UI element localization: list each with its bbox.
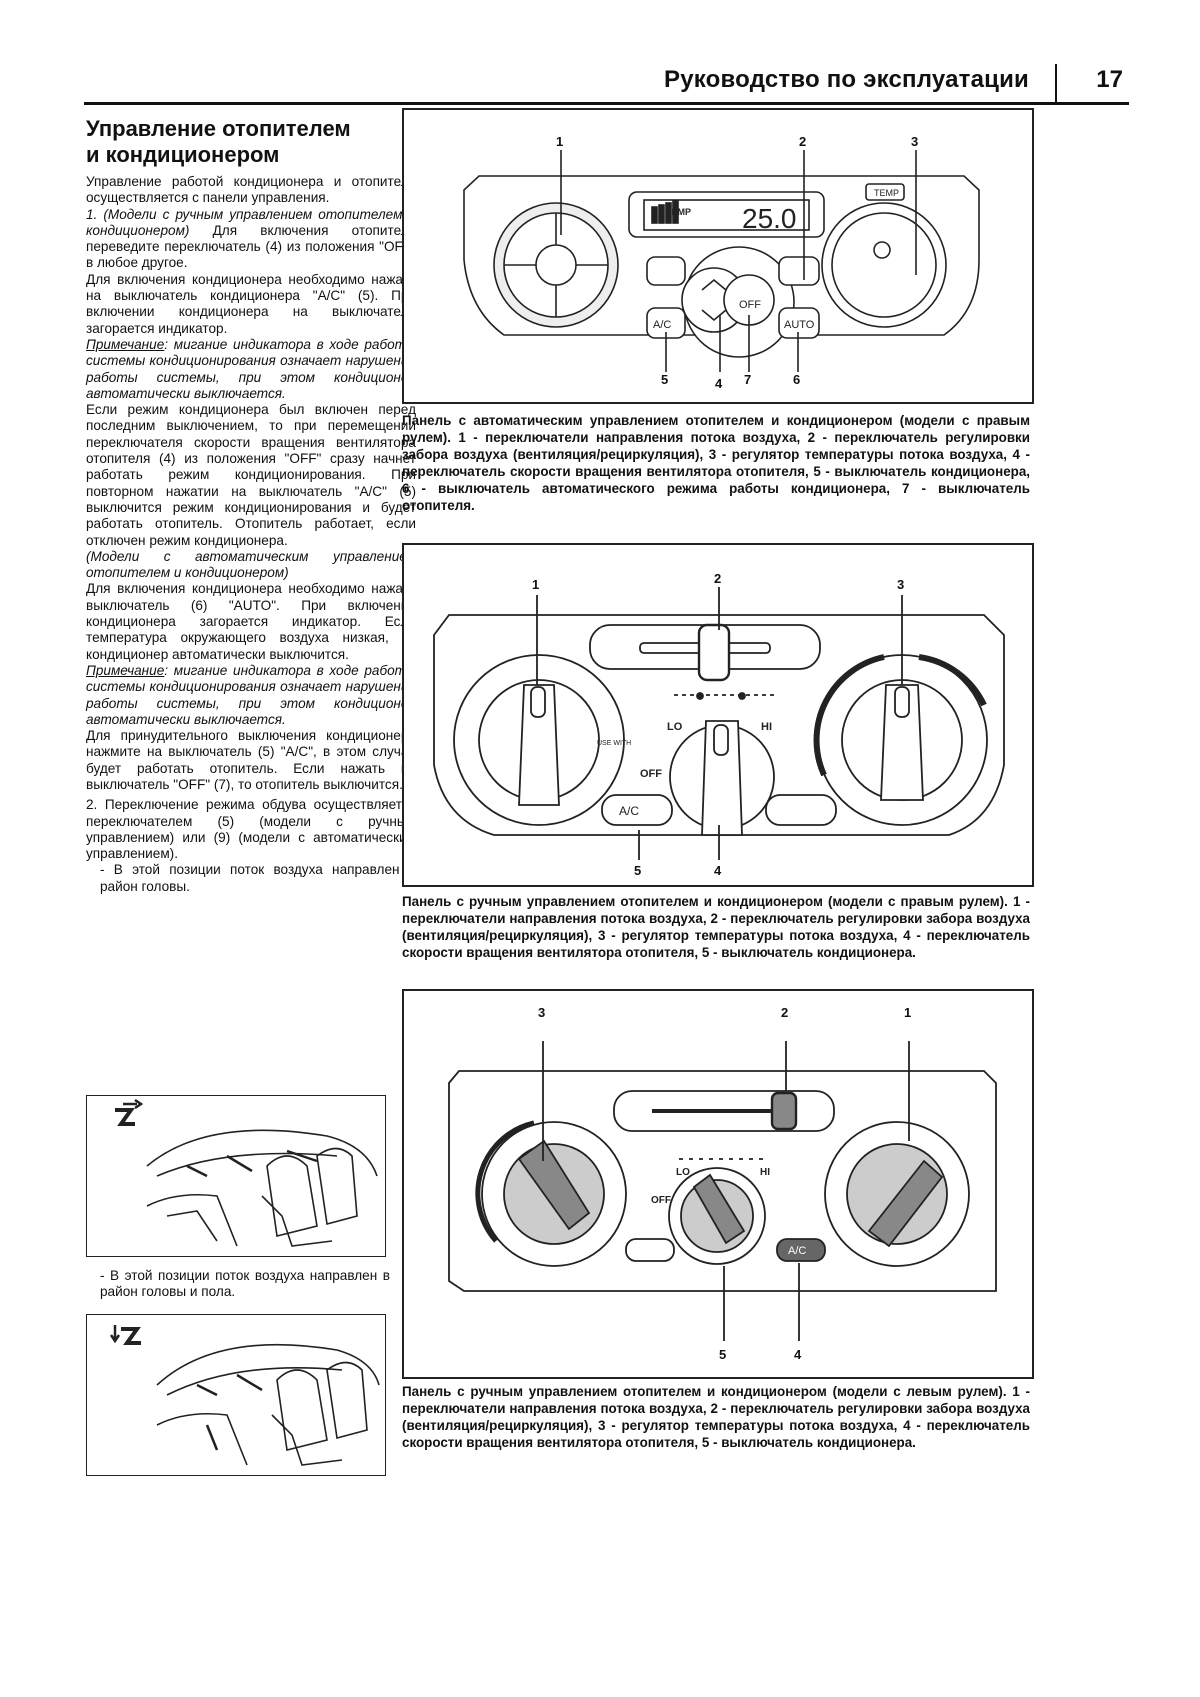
paragraph: Для принудительного выключения кондицион… (86, 728, 416, 792)
hi-label: HI (760, 1167, 770, 1178)
header-divider (1055, 64, 1057, 102)
off-label: OFF (651, 1195, 671, 1206)
off-label: OFF (640, 768, 662, 780)
callout-3: 3 (897, 577, 904, 592)
callout-4: 4 (715, 376, 723, 391)
airflow-head-floor-illustration (86, 1314, 386, 1476)
text-column: Управление отопителем и кондиционером Уп… (86, 116, 416, 895)
note-text: : мигание индикатора в ходе работы систе… (86, 336, 416, 401)
paragraph: Для включения кондиционера необходимо на… (86, 271, 416, 336)
airflow-head-illustration (86, 1095, 386, 1257)
figure-auto-panel: TEMP 25.0 TEMP A/C OFF AUTO 1 2 3 4 5 6 … (402, 108, 1034, 404)
paragraph: 1. (Модели с ручным управлением отопител… (86, 207, 416, 272)
callout-5: 5 (661, 372, 668, 387)
note-label: Примечание (86, 336, 165, 352)
ac-button-label: A/C (619, 804, 639, 818)
manual-climate-panel-lhd-drawing: LO HI OFF A/C 3 2 1 5 4 (448, 1005, 997, 1362)
callout-3: 3 (538, 1005, 545, 1020)
callout-3: 3 (911, 134, 918, 149)
manual-climate-panel-rhd-drawing: LO HI OFF A/C USE WITH 1 2 3 4 5 (433, 571, 1005, 878)
italic-heading: 1. (Модели с ручным управлением отопител… (86, 206, 416, 238)
italic-heading: (Модели с автоматическим управлением ото… (86, 548, 416, 581)
use-with-label: USE WITH (597, 740, 631, 747)
ac-button-label: A/C (653, 319, 671, 331)
temp-value: 25.0 (742, 203, 797, 234)
paragraph: 2. Переключение режима обдува осуществля… (86, 797, 416, 862)
page-header: Руководство по эксплуатации 17 (84, 62, 1129, 105)
paragraph: Для включения кондиционера необходимо на… (86, 581, 416, 662)
callout-4: 4 (794, 1347, 802, 1362)
section-title: Управление отопителем и кондиционером (86, 116, 416, 168)
page-number: 17 (1096, 66, 1123, 93)
paragraph: Управление работой кондиционера и отопит… (86, 174, 416, 206)
note-text: : мигание индикатора в ходе работы систе… (86, 662, 416, 727)
callout-2: 2 (799, 134, 806, 149)
paragraph: - В этой позиции поток воздуха направлен… (100, 862, 416, 894)
paragraph: Если режим кондиционера был включен пере… (86, 402, 416, 548)
callout-6: 6 (793, 372, 800, 387)
lo-label: LO (667, 721, 683, 733)
car-interior-drawing (109, 1325, 380, 1466)
callout-1: 1 (556, 134, 563, 149)
callout-4: 4 (714, 863, 722, 878)
lo-label: LO (676, 1167, 690, 1178)
callout-5: 5 (634, 863, 641, 878)
off-label: OFF (739, 299, 761, 311)
car-interior-drawing (115, 1098, 378, 1247)
temp-label: TEMP (666, 207, 691, 217)
note-label: Примечание (86, 662, 165, 678)
paragraph-text: Для включения отопителя переведите перек… (86, 222, 416, 271)
figure3-caption: Панель с ручным управлением отопителем и… (402, 1384, 1030, 1450)
callout-1: 1 (904, 1005, 911, 1020)
temp-button-label: TEMP (874, 188, 899, 198)
note: Примечание: мигание индикатора в ходе ра… (86, 337, 416, 402)
figure2-caption: Панель с ручным управлением отопителем и… (402, 894, 1030, 960)
figure1-caption: Панель с автоматическим управлением отоп… (402, 413, 1030, 513)
figure-manual-panel-lhd: LO HI OFF A/C 3 2 1 5 4 (402, 989, 1034, 1379)
callout-5: 5 (719, 1347, 726, 1362)
section-title-line2: и кондиционером (86, 142, 280, 167)
callout-2: 2 (781, 1005, 788, 1020)
callout-7: 7 (744, 372, 751, 387)
callout-2: 2 (714, 571, 721, 586)
auto-button-label: AUTO (784, 319, 815, 331)
hi-label: HI (761, 721, 772, 733)
ac-button-label: A/C (788, 1245, 806, 1257)
auto-climate-panel-drawing: TEMP 25.0 TEMP A/C OFF AUTO 1 2 3 4 5 6 … (463, 134, 980, 391)
paragraph: - В этой позиции поток воздуха направлен… (100, 1268, 390, 1300)
note: Примечание: мигание индикатора в ходе ра… (86, 663, 416, 728)
callout-1: 1 (532, 577, 539, 592)
section-title-line1: Управление отопителем (86, 116, 351, 141)
figure-manual-panel-rhd: LO HI OFF A/C USE WITH 1 2 3 4 5 (402, 543, 1034, 887)
header-title: Руководство по эксплуатации (664, 66, 1029, 93)
